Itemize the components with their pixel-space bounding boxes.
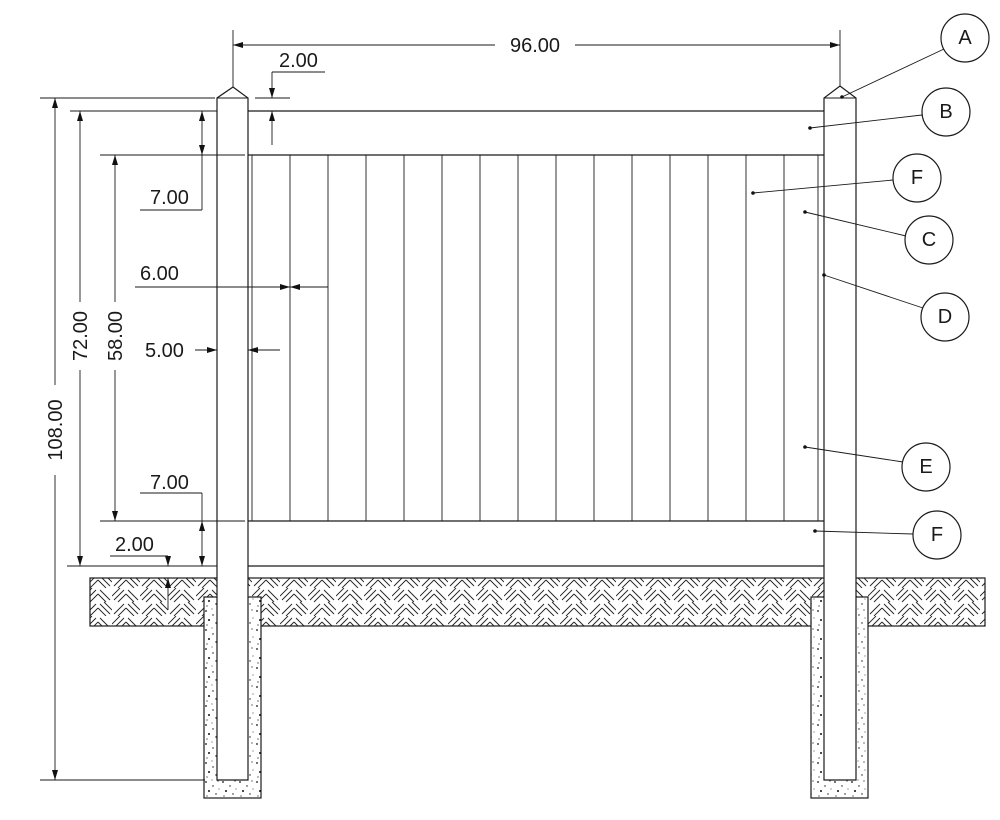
right-post — [823, 85, 857, 781]
balloon-e: E — [803, 442, 951, 492]
dim-bottom-rail: 7.00 — [140, 472, 205, 566]
dim-ground-clearance-label: 2.00 — [115, 534, 154, 556]
dim-picket-width-label: 6.00 — [140, 263, 179, 285]
dim-picket-height: 58.00 — [100, 154, 245, 522]
dim-post-width: 5.00 — [145, 340, 280, 362]
dim-picket-height-label: 58.00 — [105, 311, 127, 361]
dim-post-cap: 2.00 — [255, 50, 325, 145]
svg-text:F: F — [911, 167, 923, 189]
dim-overall-height-label: 108.00 — [45, 399, 67, 460]
svg-text:B: B — [939, 101, 952, 123]
dim-top-rail: 7.00 — [140, 111, 205, 211]
dim-overall-width-label: 96.00 — [510, 35, 560, 57]
dim-post-width-label: 5.00 — [145, 340, 184, 362]
dim-top-rail-label: 7.00 — [150, 187, 189, 209]
svg-text:F: F — [931, 524, 943, 546]
dim-picket-width: 6.00 — [135, 263, 328, 290]
balloon-a: A — [840, 13, 990, 99]
pickets — [251, 155, 819, 521]
svg-text:E: E — [919, 456, 932, 478]
balloon-d: D — [822, 273, 970, 342]
dim-ground-clearance: 2.00 — [110, 534, 171, 610]
dim-overall-height: 108.00 — [40, 97, 215, 781]
balloon-f-upper: F — [751, 153, 942, 203]
dim-fence-height-label: 72.00 — [70, 311, 92, 361]
bottom-rail — [248, 520, 824, 567]
dim-overall-width: 96.00 — [232, 30, 841, 87]
top-rail — [248, 110, 824, 156]
dim-bottom-rail-label: 7.00 — [150, 472, 189, 494]
svg-text:D: D — [938, 306, 952, 328]
svg-text:A: A — [958, 27, 972, 49]
balloon-f-lower: F — [813, 510, 962, 560]
svg-text:C: C — [922, 229, 936, 251]
balloon-c: C — [803, 210, 954, 265]
left-post — [216, 86, 249, 781]
dim-fence-height: 72.00 — [67, 110, 217, 567]
dim-post-cap-label: 2.00 — [279, 50, 318, 72]
balloon-b: B — [808, 87, 971, 137]
